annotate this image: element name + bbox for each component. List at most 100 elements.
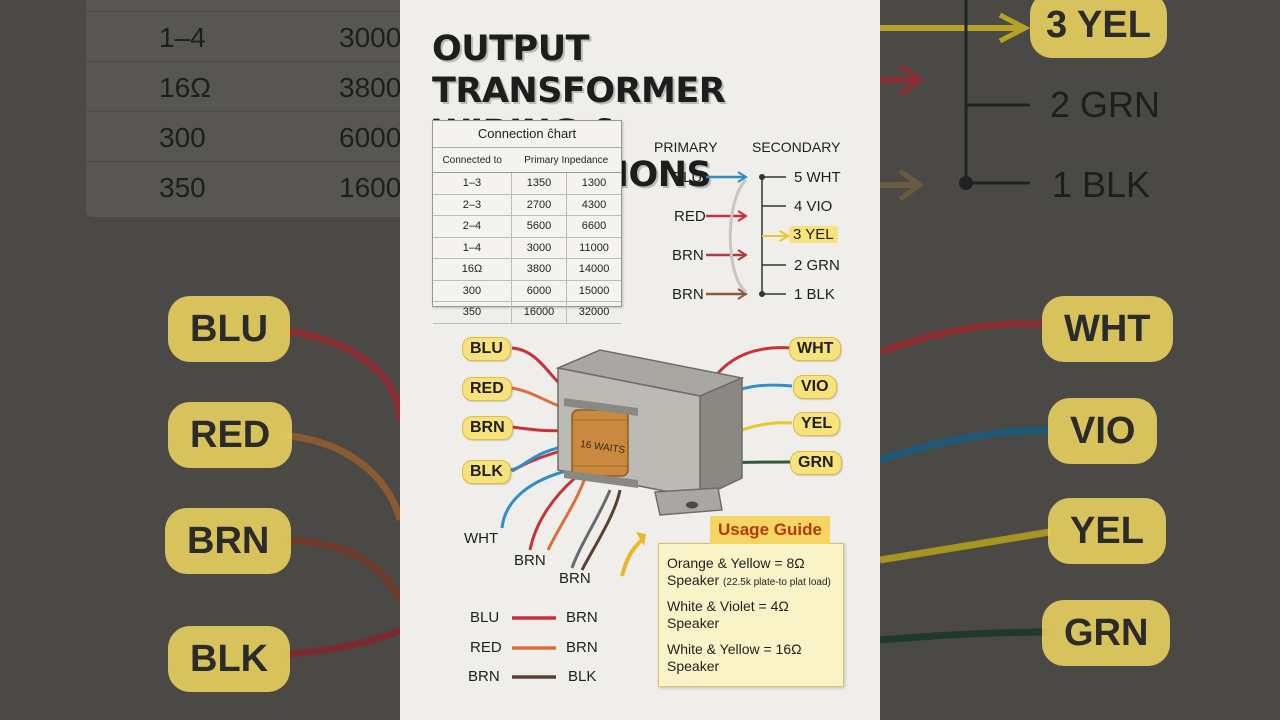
arrow-icon [737, 210, 748, 222]
table-cell: 6600 [566, 215, 621, 238]
bg-cell: 16Ω [159, 72, 212, 103]
secondary-1-blk: 1 BLK [794, 286, 835, 303]
transformer-icon [555, 349, 745, 516]
tag-vio: VIO [793, 375, 837, 399]
pair-left-2: RED [470, 639, 502, 656]
primary-brn: BRN [672, 247, 704, 264]
guide-item-1-line-2: Speaker (22.5k plate-to plat load) [667, 572, 831, 591]
table-cell: 1350 [510, 172, 567, 195]
pair-left-1: BLU [470, 609, 500, 626]
tag-yel: YEL [793, 412, 841, 436]
guide-item-3-speaker: Speaker [667, 658, 720, 674]
connection-chart: Connection ĉhart Connected to Primary In… [432, 120, 622, 324]
tag-grn: GRN [790, 451, 842, 475]
bg-table-row: 300 6000 [87, 111, 400, 162]
table-cell: 15000 [566, 280, 621, 302]
background-left-wires [279, 326, 400, 659]
table-cell: 1300 [566, 172, 621, 195]
primary-brn-2: BRN [672, 286, 704, 303]
secondary-4-vio: 4 VIO [794, 198, 833, 215]
bg-tag-brn: BRN [165, 508, 292, 574]
bg-tag-vio: VIO [1048, 398, 1158, 464]
table-cell: 350 [433, 301, 512, 324]
bg-cell: 350 [159, 172, 206, 203]
header-connected-to: Connected to [433, 148, 512, 173]
table-cell: 3000 [510, 237, 567, 259]
guide-item-1-line: Orange & Yellow = 8Ω [667, 555, 805, 571]
pair-right-3: BLK [568, 668, 597, 685]
bg-tag-red: RED [168, 402, 293, 468]
bg-label-2grn: 2 GRN [1050, 84, 1161, 125]
secondary-5-wht: 5 WHT [794, 169, 841, 186]
bg-table-row: 350 1600 [87, 161, 400, 212]
table-cell: 1–4 [433, 237, 512, 259]
table-cell: 14000 [566, 258, 621, 281]
chart-title: Connection ĉhart [433, 121, 621, 148]
secondary-2-grn: 2 GRN [794, 257, 840, 274]
bg-tag-grn: GRN [1042, 600, 1171, 666]
secondary-3-yel: 3 YEL [789, 226, 838, 243]
arrow-icon [737, 288, 748, 300]
pointer-arrow-icon [620, 536, 646, 577]
table-cell: 16Ω [433, 258, 512, 281]
guide-item-2: White & Violet = 4Ω Speaker [667, 598, 789, 632]
background-right-wires [880, 0, 1051, 644]
pair-right-1: BRN [566, 609, 598, 626]
tag-wht: WHT [789, 337, 842, 361]
bg-tag-blk: BLK [168, 626, 291, 692]
bg-cell: 6000 [339, 122, 400, 153]
tag-red: RED [462, 377, 512, 401]
bg-tag-wht: WHT [1042, 296, 1173, 362]
guide-item-3-line: White & Yellow = 16Ω [667, 641, 802, 657]
usage-guide: Orange & Yellow = 8Ω Speaker (22.5k plat… [658, 543, 844, 687]
primary-blu: BLU [673, 169, 703, 186]
bg-cell: 1600 [339, 172, 400, 203]
table-cell: 300 [433, 280, 512, 302]
arrow-icon [737, 249, 748, 261]
primary-red: RED [674, 208, 706, 225]
bg-tag-yel: YEL [1048, 498, 1166, 564]
guide-item-1-note: (22.5k plate-to plat load) [723, 577, 831, 588]
table-cell: 5600 [510, 215, 567, 238]
bg-label-3yel: 3 YEL [1030, 0, 1167, 58]
arrow-icon [779, 230, 790, 242]
bg-label-1blk: 1 BLK [1052, 164, 1151, 205]
pair-left-3: BRN [468, 668, 500, 685]
guide-item-3: White & Yellow = 16Ω Speaker [667, 641, 802, 675]
table-cell: 32000 [566, 301, 621, 324]
bottom-label-brn: BRN [514, 552, 546, 569]
bg-tag-blu: BLU [168, 296, 291, 362]
guide-item-2-speaker: Speaker [667, 615, 720, 631]
table-cell: 3800 [510, 258, 567, 281]
secondary-header: SECONDARY [752, 139, 841, 155]
table-cell: 2–4 [433, 215, 512, 238]
bottom-label-wht: WHT [464, 530, 499, 547]
title-line-1: OUTPUT TRANSFORMER [432, 29, 726, 111]
table-cell: 6000 [510, 280, 567, 302]
arrow-icon [737, 171, 748, 183]
tag-blk: BLK [462, 460, 511, 484]
bg-cell: 3800 [339, 72, 400, 103]
usage-guide-title: Usage Guide [710, 516, 830, 544]
table-cell: 2–3 [433, 194, 512, 216]
bg-table-row: 16Ω 3800 [87, 61, 400, 112]
guide-item-1-speaker: Speaker [667, 572, 720, 588]
bg-cell: 1–4 [159, 22, 206, 53]
table-header-row: Connected to Primary Inpedance [433, 148, 621, 173]
bottom-label-brn-2: BRN [559, 570, 591, 587]
background-right: 3 YEL 2 GRN 1 BLK WHT VIO YEL GRN [880, 0, 1280, 720]
table-cell: 1–3 [433, 172, 512, 195]
wiring-drawing [500, 171, 793, 679]
bg-cell: 300 [159, 122, 206, 153]
